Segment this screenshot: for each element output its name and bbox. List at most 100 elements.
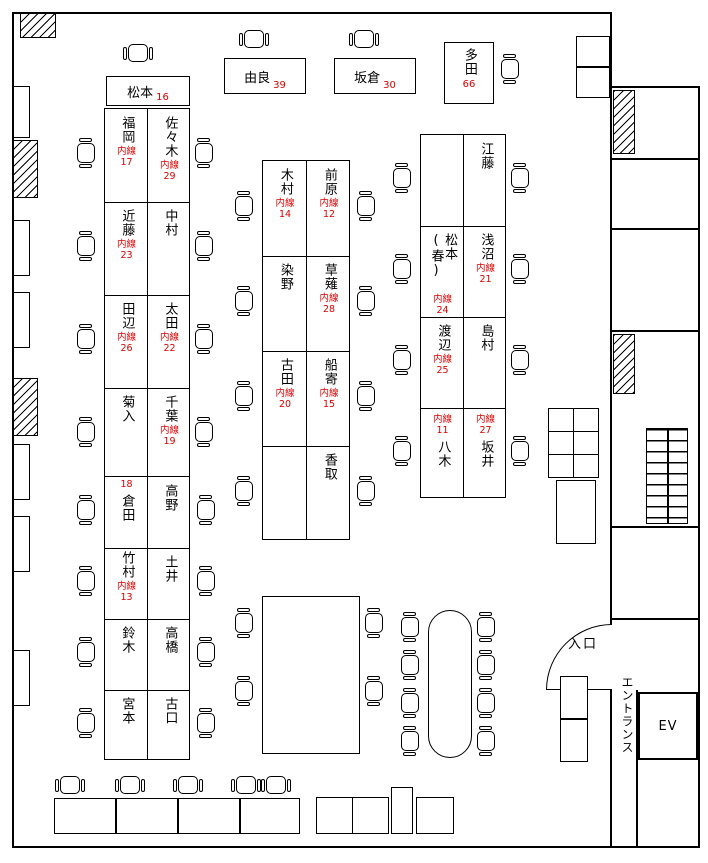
counter-divider [239,799,241,833]
ext-num: 24 [436,305,449,317]
chair-icon [357,291,375,311]
seat-name: 八木 [435,439,451,468]
seat-name: 木村 [277,168,293,196]
cabinet [391,787,413,834]
entrance-hall-label: エントランス [620,676,634,754]
ext-label: 内線 [432,414,452,425]
chair-icon [357,481,375,501]
meeting-table [262,596,360,754]
wall-right-lower [610,690,612,846]
entrance-label: 入口 [567,637,598,652]
window-sill [13,86,30,138]
seat-takahashi: 高橋 [148,619,191,690]
chair-icon [477,617,495,637]
seat-name: 前原 [321,168,337,196]
desk-tada: 多田 66 [444,42,494,104]
shelf-cell [548,431,574,455]
wing-divider-4 [612,526,698,528]
desk-matsumoto: 松本 16 [106,76,190,106]
ext-num: 21 [479,273,492,285]
chair-icon [401,617,419,637]
chair-icon [511,168,529,188]
counter-divider [115,799,117,833]
wing-wall-top [610,86,700,88]
seat-name: 染野 [277,263,293,291]
desk-extension: 39 [273,80,286,91]
seat-someno: 染野 [263,256,307,351]
chair-icon [477,655,495,675]
shelf-cell [573,454,599,478]
ext-num: 22 [163,342,176,354]
chair-icon [261,776,291,794]
wing-divider-2 [612,228,698,230]
shelf-divider [561,718,587,720]
chair-icon [393,441,411,461]
elevator-room: EV [638,692,698,760]
ext-label: 内線 [159,160,179,171]
ext-num: 13 [120,591,133,603]
window-sill [13,220,30,276]
chair-icon [173,776,203,794]
ext-label: 内線 [275,198,295,209]
ext-num: 14 [278,208,292,220]
desk-name: 坂倉 [354,70,381,86]
desk-divider [263,256,349,257]
chair-icon [393,350,411,370]
seat-nakamura: 中村 [148,202,191,295]
ext-label: 内線 [275,388,295,399]
chair-icon [197,713,215,733]
seat-katori: 香取 [307,446,351,541]
ext-num: 15 [322,398,336,410]
pillar-hatch [12,140,38,198]
desk-name: 多田 [461,48,477,76]
seat-name: 香取 [321,453,337,481]
chair-icon [357,196,375,216]
seat-name: 松本(春) [428,233,458,279]
chair-icon [55,776,85,794]
desk-divider [105,388,189,389]
ext-label: 内線 [159,425,179,436]
corridor-wall [636,690,638,846]
chair-icon [195,422,213,442]
chair-icon [235,196,253,216]
seat-name: 高野 [162,484,178,512]
chair-icon [235,291,253,311]
wing-divider-1 [612,158,698,160]
seat-eto: 江藤 [464,135,507,226]
desk-divider [263,351,349,352]
desk-divider [421,408,505,409]
window-sill [13,444,30,500]
shelf-cell [573,431,599,455]
window-sill [13,516,30,572]
shelf-cell [548,408,574,432]
desk-divider [105,548,189,549]
chair-icon [197,571,215,591]
chair-icon [477,693,495,713]
chair-icon [235,386,253,406]
desk-divider [105,690,189,691]
chair-icon [235,481,253,501]
